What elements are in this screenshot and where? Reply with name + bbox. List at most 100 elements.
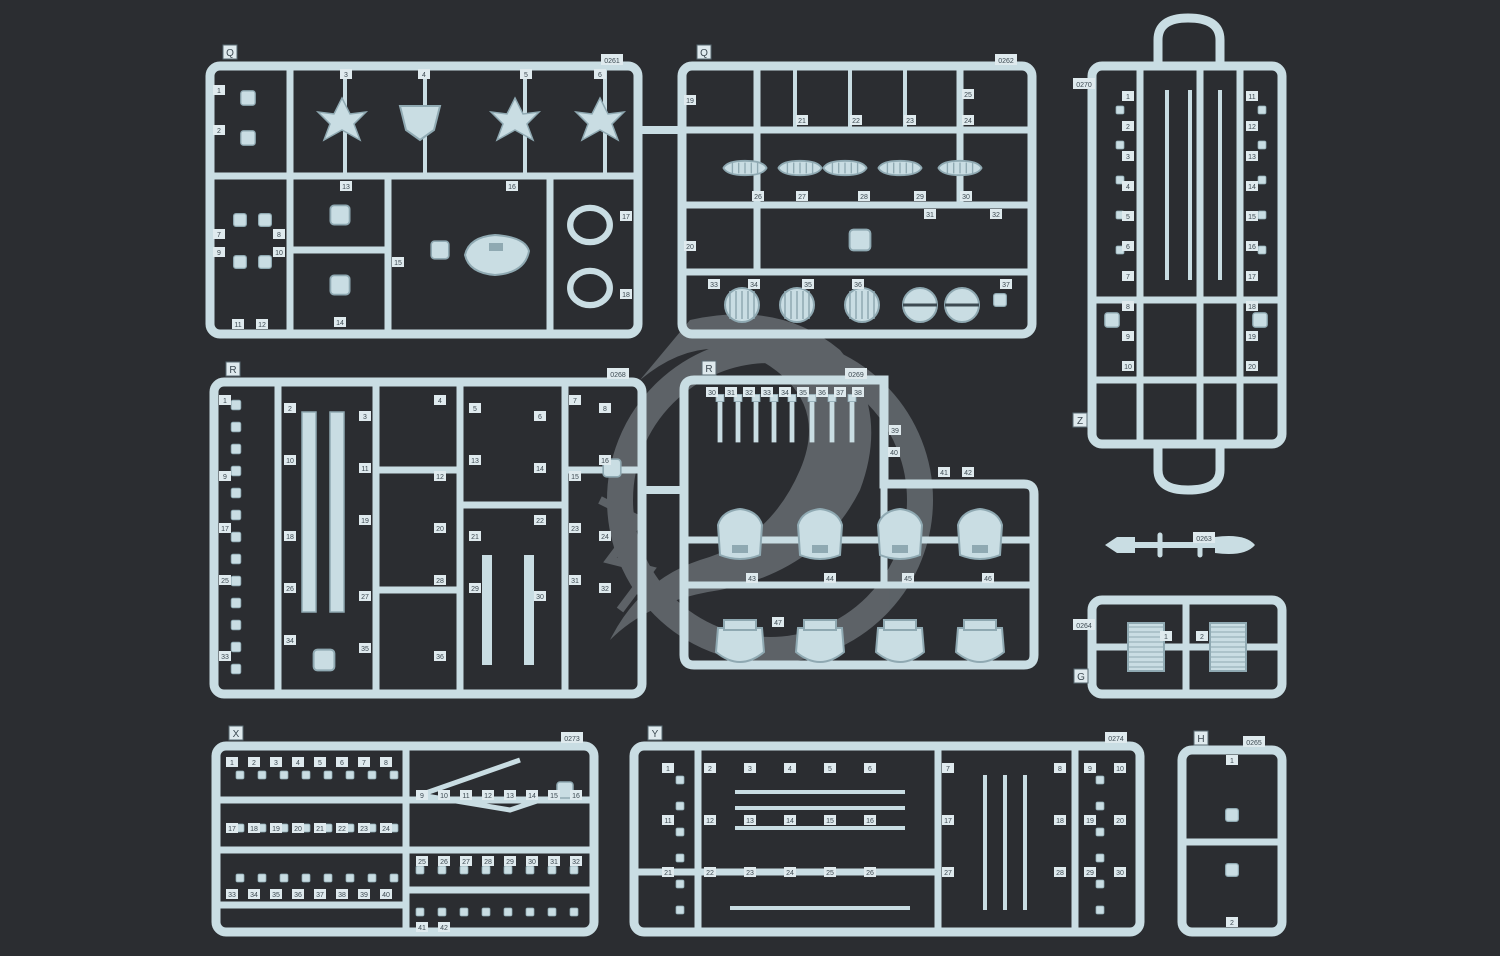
generic-part [1095,801,1105,811]
part-number-box [270,889,282,899]
sprue-letter: H [1197,734,1204,745]
grating-panel [1127,622,1165,672]
part-number-box [359,463,371,473]
part-number: 26 [440,859,448,866]
generic-part [230,443,242,455]
part-number-box [962,467,974,477]
small-fitting [415,865,425,875]
part-number-box [284,583,296,593]
part-number: 46 [984,576,992,583]
part-number: 35 [361,646,369,653]
part-number-box [599,583,611,593]
part-number-box [1122,331,1134,341]
generic-part [1095,801,1105,811]
part-number: 18 [1056,818,1064,825]
boat-hull [877,159,923,177]
part-number: 16 [866,818,874,825]
small-fitting [257,770,267,780]
part-number: 27 [361,594,369,601]
winged-emblem [573,96,627,142]
part-number: 6 [538,414,542,421]
part-number-box [1084,867,1096,877]
sprue-code-tag [1243,736,1265,747]
part-number-box [1054,763,1066,773]
part-number-box [314,889,326,899]
generic-part [503,865,513,875]
sprue-letter-tag [228,725,244,741]
part-number-box [336,757,348,767]
part-number-box [569,523,581,533]
generic-part [675,853,685,863]
yard-arm [1115,140,1125,150]
shield-slot [972,545,988,553]
part-number: 34 [250,892,258,899]
part-number: 6 [598,72,602,79]
part-number: 37 [1002,282,1010,289]
part-number-box [460,856,472,866]
generic-part [230,509,242,521]
part-number: 9 [420,793,424,800]
part-number: 23 [746,870,754,877]
part-number: 24 [601,534,609,541]
part-number: 44 [826,576,834,583]
generic-part [848,228,872,252]
generic-part [329,204,351,226]
small-fitting [459,865,469,875]
part-number-box [1122,301,1134,311]
part-number-box [219,575,231,585]
part-number-box [924,209,936,219]
torpedo-head [1215,536,1255,554]
generic-part [323,770,333,780]
part-number: 13 [506,793,514,800]
part-number-box [761,387,773,397]
part-number: 5 [524,72,528,79]
part-number: 2 [1126,124,1130,131]
part-number: 35 [272,892,280,899]
part-number: 12 [436,474,444,481]
generic-part [301,873,311,883]
part-number: 10 [275,250,283,257]
small-fitting [547,907,557,917]
sprue-letter: R [705,364,712,375]
part-number: 19 [1086,818,1094,825]
small-bracket [230,597,242,609]
generic-part [675,801,685,811]
part-number: 37 [836,390,844,397]
part-number-box [904,115,916,125]
base-body [874,627,926,663]
part-number-box [292,889,304,899]
part-number: 9 [1088,766,1092,773]
part-number-box [962,115,974,125]
sprue-code-tag [607,368,629,379]
sprue-letter-tag [1073,668,1089,684]
part-number: 13 [1248,154,1256,161]
round-hatch [944,287,980,323]
part-number: 22 [706,870,714,877]
breech [827,393,837,402]
part-number: 23 [571,526,579,533]
gun-barrel [787,393,797,443]
part-number: 11 [462,793,469,800]
sprue-code: 0261 [604,58,620,65]
sprue-letter: G [1077,672,1085,683]
generic-part [257,254,273,270]
part-number-box [704,815,716,825]
small-bracket [230,509,242,521]
part-number: 2 [1230,920,1234,927]
generic-part [230,663,242,675]
generic-part [367,770,377,780]
generic-part [547,907,557,917]
part-number-box [284,635,296,645]
torpedo-tail [1105,537,1135,553]
part-number-box [359,591,371,601]
generic-part [503,907,513,917]
part-number-box [938,467,950,477]
part-number-box [248,889,260,899]
small-fitting [503,865,513,875]
part-number-box [284,403,296,413]
part-number-box [273,229,285,239]
part-number: 17 [944,818,952,825]
generic-part [230,399,242,411]
